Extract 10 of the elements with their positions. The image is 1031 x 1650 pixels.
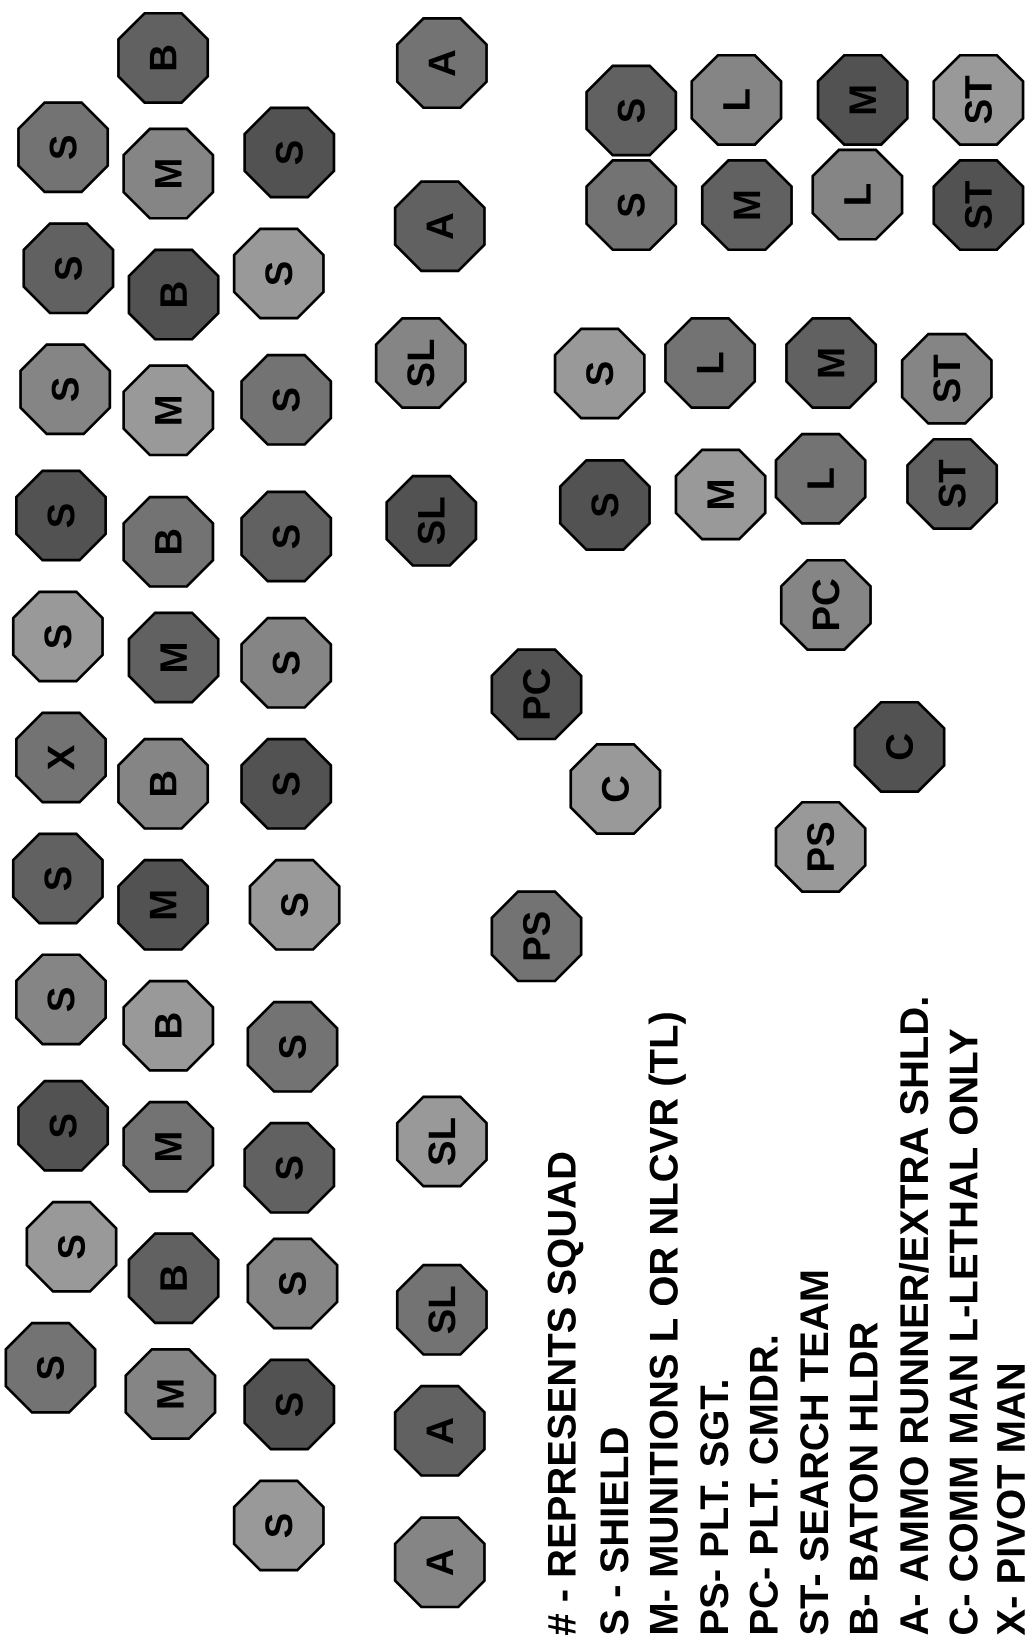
- legend-text: C- COMM MAN L-LETHAL ONLY: [949, 1028, 978, 1634]
- legend-text: PS- PLT. SGT.: [700, 1381, 729, 1633]
- legend-text: A- AMMO RUNNER/EXTRA SHLD.: [898, 998, 929, 1635]
- legend-text: X- PIVOT MAN: [996, 1364, 1026, 1636]
- legend-text: # - REPRESENTS SQUAD: [547, 1152, 584, 1635]
- legend-text: B- BATON HLDR: [849, 1322, 878, 1633]
- legend-text: PC- PLT. CMDR.: [749, 1336, 778, 1633]
- legend-text: M- MUNITIONS L OR NLCVR (TL): [648, 1013, 686, 1633]
- legend-text: ST- SEARCH TEAM: [800, 1271, 829, 1635]
- legend-text: S - SHIELD: [600, 1428, 629, 1635]
